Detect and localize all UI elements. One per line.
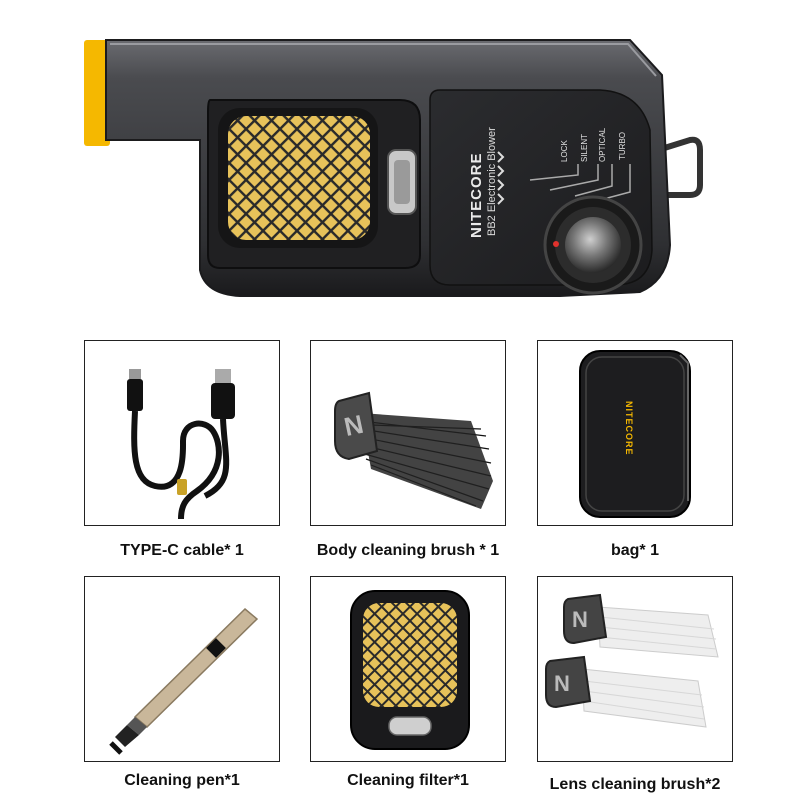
usb-cable-icon <box>127 369 235 520</box>
caption-lens-cleaning-brush: Lens cleaning brush*2 <box>549 776 721 793</box>
caption-cleaning-pen: Cleaning pen*1 <box>124 772 240 789</box>
svg-text:N: N <box>572 607 588 632</box>
cleaning-pen-icon <box>109 607 259 755</box>
lens-brush-icon: N N <box>545 593 719 728</box>
brand-label: NITECORE <box>468 152 485 238</box>
filter-mesh <box>228 116 370 240</box>
mode-optical-label: OPTICAL <box>598 127 607 162</box>
brush-icon: N <box>334 391 493 509</box>
tile-cleaning-pen <box>84 576 280 762</box>
tile-bag: NITECORE <box>537 340 733 526</box>
tile-body-cleaning-brush: N <box>310 340 506 526</box>
tile-type-c-cable <box>84 340 280 526</box>
model-label: BB2 Electronic Blower <box>486 127 498 236</box>
caption-body-cleaning-brush: Body cleaning brush * 1 <box>316 542 500 559</box>
tile-cleaning-filter <box>310 576 506 762</box>
svg-text:N: N <box>554 671 570 696</box>
filter-icon <box>350 590 470 750</box>
bag-icon <box>579 350 691 518</box>
mode-silent-label: SILENT <box>580 133 589 162</box>
caption-type-c-cable: TYPE-C cable* 1 <box>120 542 244 559</box>
mode-lock-label: LOCK <box>560 140 569 162</box>
mode-turbo-label: TURBO <box>618 132 627 160</box>
caption-bag: bag* 1 <box>610 542 659 559</box>
caption-cleaning-filter: Cleaning filter*1 <box>347 772 469 789</box>
nozzle-tip <box>84 40 110 146</box>
bag-logo: NITECORE <box>624 401 634 456</box>
blower-device-image <box>84 39 703 297</box>
tile-lens-cleaning-brush: N N <box>537 576 733 762</box>
